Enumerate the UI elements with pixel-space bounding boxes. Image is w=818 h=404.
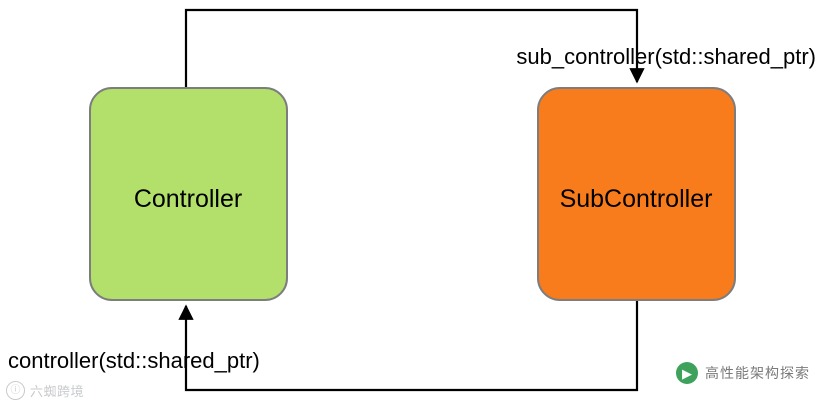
edge-subcontroller-to-controller — [178, 300, 639, 392]
edge-label-controller: controller(std::shared_ptr) — [8, 348, 260, 373]
watermark-logo-icon: ▶ — [676, 362, 698, 384]
watermark-secondary-logo-icon: ⓘ — [6, 381, 25, 400]
node-subcontroller[interactable] — [537, 87, 736, 301]
watermark-text: 高性能架构探索 — [705, 366, 810, 382]
node-controller[interactable] — [89, 87, 288, 301]
watermark-secondary: ⓘ 六蜘跨境 — [6, 381, 84, 400]
node-controller-label: Controller — [134, 185, 242, 213]
edge-label-sub-controller: sub_controller(std::shared_ptr) — [516, 44, 816, 69]
node-subcontroller-label: SubController — [560, 185, 713, 213]
watermark-brand: ▶ 高性能架构探索 — [676, 362, 810, 384]
watermark-secondary-text: 六蜘跨境 — [30, 385, 85, 400]
